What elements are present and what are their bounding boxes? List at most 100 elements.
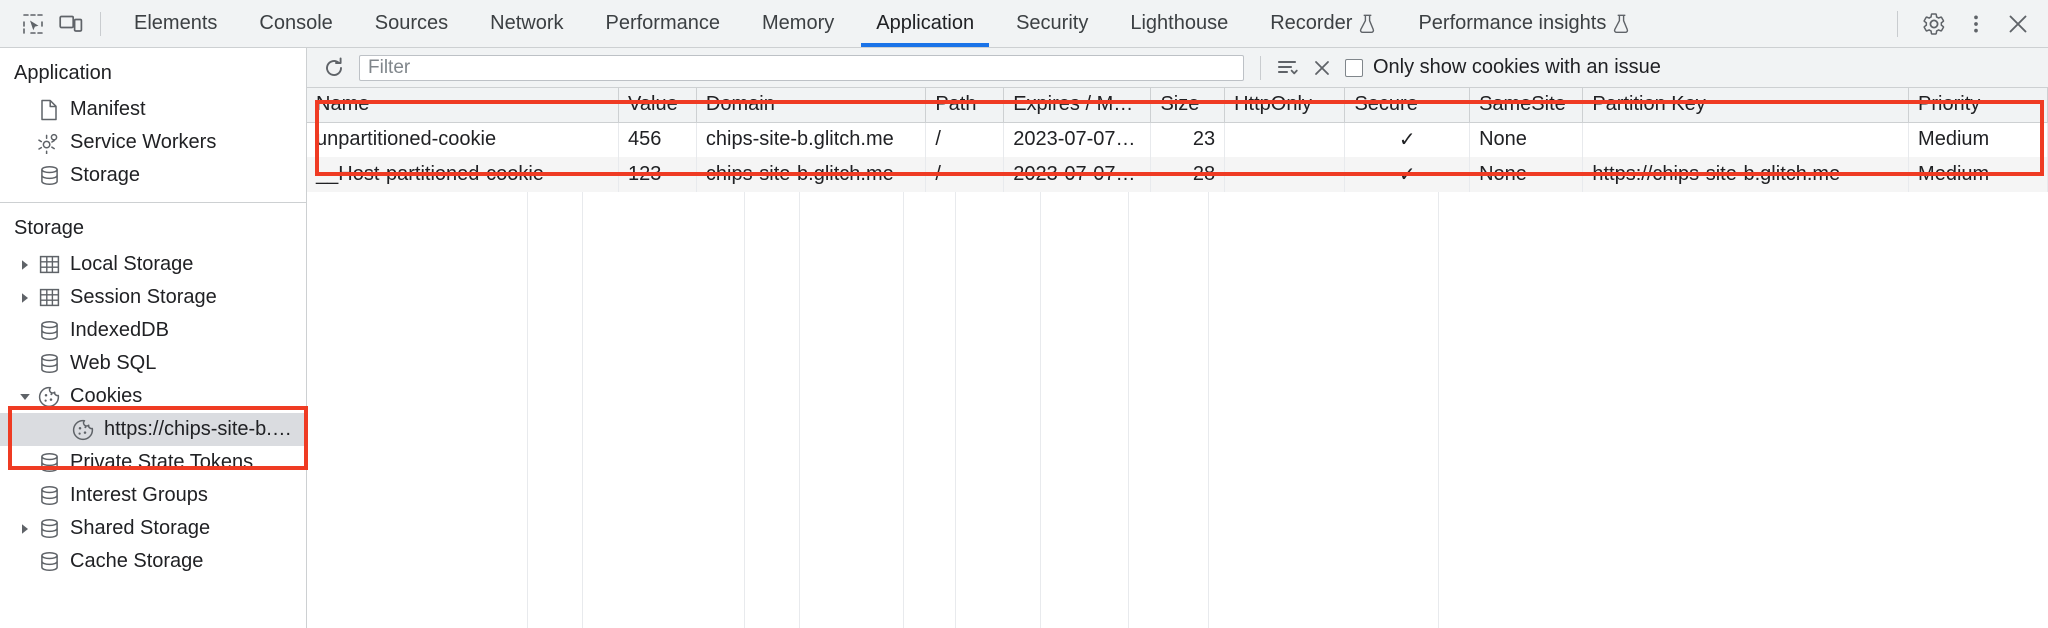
database-icon: [36, 518, 62, 539]
sidebar-item-indexeddb[interactable]: IndexedDB: [0, 314, 306, 347]
database-icon: [36, 320, 62, 341]
column-header-partition[interactable]: Partition Key: [1582, 88, 1910, 123]
experiment-flask-icon: [1613, 14, 1630, 33]
tab-memory[interactable]: Memory: [741, 0, 855, 47]
sidebar-item-cache-storage[interactable]: Cache Storage: [0, 545, 306, 578]
tab-sources[interactable]: Sources: [354, 0, 469, 47]
cell-path[interactable]: /: [925, 157, 1005, 192]
cell-httponly[interactable]: [1224, 122, 1346, 157]
sidebar-item-label: IndexedDB: [70, 319, 169, 341]
cell-domain[interactable]: chips-site-b.glitch.me: [696, 122, 927, 157]
cell-priority[interactable]: Medium: [1908, 122, 2048, 157]
database-icon: [36, 485, 62, 506]
chevron-right-icon[interactable]: [14, 259, 36, 271]
cell-partition[interactable]: [1582, 122, 1910, 157]
clear-x-icon[interactable]: [1305, 52, 1339, 84]
filter-divider: [1260, 55, 1261, 80]
inspect-element-icon[interactable]: [14, 7, 52, 41]
cell-domain[interactable]: chips-site-b.glitch.me: [696, 157, 927, 192]
column-header-httponly[interactable]: HttpOnly: [1224, 88, 1346, 123]
column-header-size[interactable]: Size: [1150, 88, 1226, 123]
cell-value[interactable]: 123: [618, 157, 697, 192]
cell-partition[interactable]: https://chips-site-b.glitch.me: [1582, 157, 1910, 192]
tab-label: Recorder: [1270, 12, 1353, 34]
cookies-filter-toolbar: Only show cookies with an issue: [307, 48, 2048, 88]
chevron-down-icon[interactable]: [14, 391, 36, 403]
column-header-samesite[interactable]: SameSite: [1469, 88, 1584, 123]
cell-priority[interactable]: Medium: [1908, 157, 2048, 192]
sidebar-item-web-sql[interactable]: Web SQL: [0, 347, 306, 380]
cell-samesite[interactable]: None: [1469, 157, 1584, 192]
cell-expires[interactable]: 2023-07-07…: [1003, 122, 1152, 157]
column-header-value[interactable]: Value: [618, 88, 697, 123]
tab-lighthouse[interactable]: Lighthouse: [1109, 0, 1249, 47]
tab-performance[interactable]: Performance: [585, 0, 742, 47]
cell-secure[interactable]: ✓: [1344, 157, 1471, 192]
sidebar-item-private-state-tokens[interactable]: Private State Tokens: [0, 446, 306, 479]
tab-performance-insights[interactable]: Performance insights: [1397, 0, 1651, 47]
tab-console[interactable]: Console: [238, 0, 353, 47]
tab-elements[interactable]: Elements: [113, 0, 238, 47]
cell-name[interactable]: __Host-partitioned-cookie: [307, 157, 620, 192]
only-show-issues-checkbox[interactable]: Only show cookies with an issue: [1345, 56, 1661, 79]
column-separator: [799, 192, 800, 628]
sidebar-item-shared-storage[interactable]: Shared Storage: [0, 512, 306, 545]
chevron-right-icon[interactable]: [14, 292, 36, 304]
cell-size[interactable]: 28: [1150, 157, 1226, 192]
filter-input[interactable]: [359, 54, 1244, 81]
sidebar-item-storage[interactable]: Storage: [0, 159, 306, 192]
refresh-icon[interactable]: [317, 52, 351, 84]
sidebar-item-label: https://chips-site-b.glitch.me: [104, 418, 302, 440]
device-toolbar-icon[interactable]: [52, 7, 90, 41]
cell-size[interactable]: 23: [1150, 122, 1226, 157]
checkbox-box[interactable]: [1345, 58, 1363, 77]
more-vertical-icon[interactable]: [1956, 6, 1996, 42]
sidebar-item-manifest[interactable]: Manifest: [0, 93, 306, 126]
sidebar-item-cookies[interactable]: Cookies: [0, 380, 306, 413]
cookie-icon: [36, 386, 62, 408]
column-header-priority[interactable]: Priority: [1908, 88, 2048, 123]
table-icon: [36, 287, 62, 308]
column-header-name[interactable]: Name: [307, 88, 620, 123]
tab-network[interactable]: Network: [469, 0, 584, 47]
tab-application[interactable]: Application: [855, 0, 996, 47]
cell-path[interactable]: /: [925, 122, 1005, 157]
column-separator: [1208, 192, 1209, 628]
column-header-path[interactable]: Path: [925, 88, 1005, 123]
chevron-right-icon[interactable]: [14, 523, 36, 535]
cell-value[interactable]: 456: [618, 122, 697, 157]
column-header-secure[interactable]: Secure: [1344, 88, 1471, 123]
sidebar-item-label: Session Storage: [70, 286, 217, 308]
sidebar-item-label: Interest Groups: [70, 484, 208, 506]
column-header-expires[interactable]: Expires / M…: [1003, 88, 1152, 123]
column-header-domain[interactable]: Domain: [696, 88, 927, 123]
sidebar-divider: [0, 202, 306, 203]
cell-httponly[interactable]: [1224, 157, 1346, 192]
close-icon[interactable]: [1998, 6, 2038, 42]
sidebar-item-local-storage[interactable]: Local Storage: [0, 248, 306, 281]
sidebar-item-label: Private State Tokens: [70, 451, 254, 473]
document-icon: [36, 99, 62, 121]
cell-name[interactable]: unpartitioned-cookie: [307, 122, 620, 157]
column-separator: [527, 192, 528, 628]
sidebar-item-label: Manifest: [70, 98, 146, 120]
cell-samesite[interactable]: None: [1469, 122, 1584, 157]
tab-label: Memory: [762, 12, 835, 34]
sidebar-item-session-storage[interactable]: Session Storage: [0, 281, 306, 314]
tab-security[interactable]: Security: [995, 0, 1109, 47]
sidebar-item-https-chips-site-b-glitch-me[interactable]: https://chips-site-b.glitch.me: [0, 413, 306, 446]
gear-icon[interactable]: [1914, 6, 1954, 42]
sidebar-item-service-workers[interactable]: Service Workers: [0, 126, 306, 159]
sidebar-item-interest-groups[interactable]: Interest Groups: [0, 479, 306, 512]
tab-recorder[interactable]: Recorder: [1249, 0, 1397, 47]
cell-secure[interactable]: ✓: [1344, 122, 1471, 157]
table-column-grid: [307, 192, 2048, 628]
tab-label: Network: [490, 12, 564, 34]
cell-expires[interactable]: 2023-07-07…: [1003, 157, 1152, 192]
sidebar-item-label: Shared Storage: [70, 517, 211, 539]
filter-list-icon[interactable]: [1271, 52, 1305, 84]
